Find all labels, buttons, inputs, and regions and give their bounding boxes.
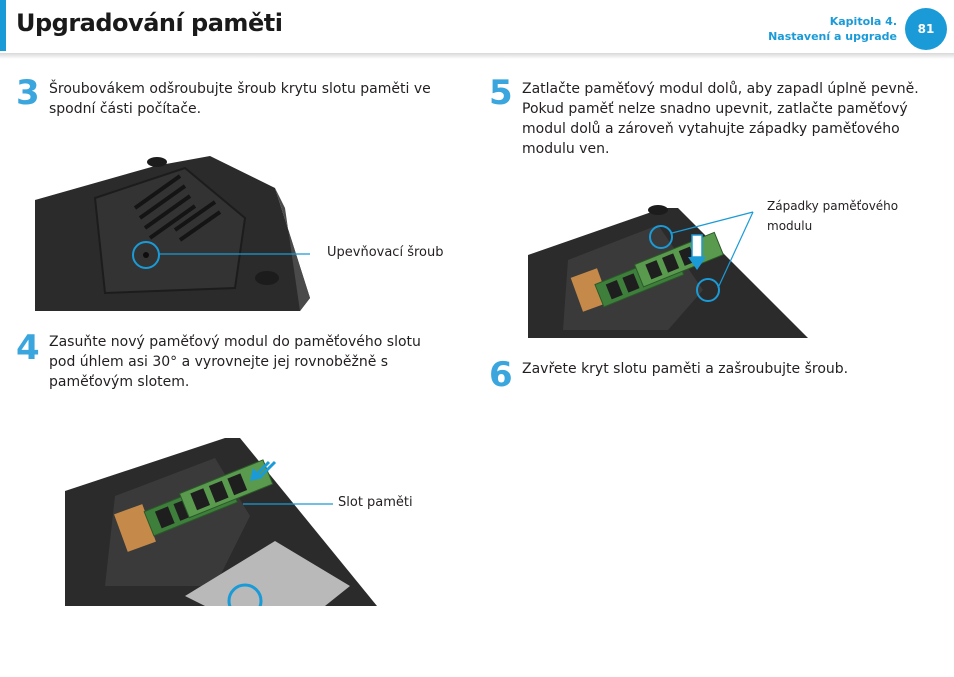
callout-latches-line1: Západky paměťového [767, 199, 899, 213]
chapter-title: Nastavení a upgrade [768, 30, 897, 43]
page-title: Upgradování paměti [16, 9, 283, 37]
memory-slot-insert-photo [65, 438, 377, 606]
chapter-number: Kapitola 4. [829, 15, 897, 28]
chapter-label: Kapitola 4. Nastavení a upgrade [768, 14, 897, 44]
callout-latches: Západky paměťového modulu [767, 196, 898, 236]
step-4-number: 4 [16, 328, 40, 368]
step-4-text: Zasuňte nový paměťový modul do paměťovéh… [49, 334, 421, 390]
page-number-badge: 81 [905, 8, 947, 50]
callout-memory-slot: Slot paměti [338, 495, 413, 510]
step-6-text: Zavřete kryt slotu paměti a zašroubujte … [522, 361, 849, 377]
step-3-text: Šroubovákem odšroubujte šroub krytu slot… [49, 81, 431, 117]
step-5-number: 5 [489, 73, 513, 113]
laptop-bottom-cover-photo [35, 156, 310, 311]
header-divider [0, 53, 954, 59]
step-6-number: 6 [489, 355, 513, 395]
step-5-text: Zatlačte paměťový modul dolů, aby zapadl… [522, 81, 919, 157]
header-accent-bar [0, 0, 6, 51]
callout-latches-line2: modulu [767, 219, 813, 233]
memory-module-latch-photo [528, 205, 808, 338]
step-3-number: 3 [16, 73, 40, 113]
callout-screw: Upevňovací šroub [327, 245, 444, 260]
page-number: 81 [917, 22, 935, 36]
